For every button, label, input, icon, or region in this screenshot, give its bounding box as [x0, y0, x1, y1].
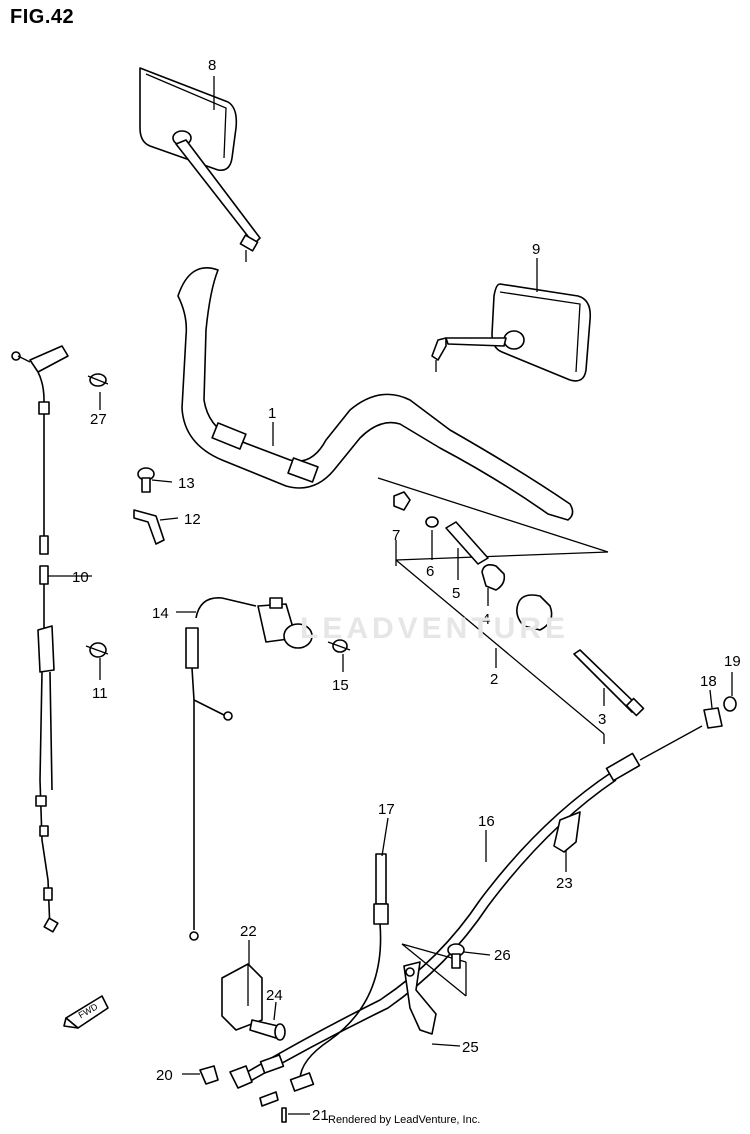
nut-7-part[interactable]	[393, 491, 411, 511]
screw-24-part[interactable]	[249, 1019, 286, 1041]
callout-17: 17	[378, 801, 395, 818]
callout-16: 16	[478, 813, 495, 830]
cable-17-part[interactable]	[299, 853, 389, 1081]
clip-18-part[interactable]	[703, 707, 723, 729]
throttle-cable-part[interactable]	[11, 345, 69, 933]
mirror-left-part[interactable]	[139, 67, 261, 262]
callout-4: 4	[482, 611, 490, 628]
callout-12: 12	[184, 511, 201, 528]
callout-21: 21	[312, 1107, 329, 1124]
holder-bracket-lines	[377, 477, 609, 744]
bracket-25-part[interactable]	[403, 961, 437, 1035]
callout-10: 10	[72, 569, 89, 586]
callout-5: 5	[452, 585, 460, 602]
washer-6-part[interactable]	[425, 516, 439, 528]
callout-8: 8	[208, 57, 216, 74]
callout-25: 25	[462, 1039, 479, 1056]
clamp-12-part[interactable]	[133, 509, 165, 545]
callout-14: 14	[152, 605, 169, 622]
callout-13: 13	[178, 475, 195, 492]
screw-27-part[interactable]	[87, 373, 109, 387]
cover-22-part[interactable]	[221, 963, 263, 1031]
cable-ends-part[interactable]	[229, 1054, 315, 1107]
callout-labels: 8 9 1 27 13 12 10 11 14 15 7 6 5 4 2 3 1…	[72, 57, 741, 1124]
callout-24: 24	[266, 987, 283, 1004]
callout-18: 18	[700, 673, 717, 690]
screw-11-part[interactable]	[85, 642, 109, 658]
callout-22: 22	[240, 923, 257, 940]
holder-2-part[interactable]	[516, 594, 553, 631]
leader-lines	[48, 76, 733, 1115]
callout-11: 11	[92, 685, 108, 702]
callout-1: 1	[268, 405, 276, 422]
handlebar-part[interactable]	[177, 267, 574, 521]
callout-20: 20	[156, 1067, 173, 1084]
mirror-right-part[interactable]	[431, 283, 592, 382]
callout-7: 7	[392, 527, 400, 544]
bolt-26-part[interactable]	[447, 943, 465, 969]
clutch-cable-16-part[interactable]	[233, 725, 703, 1087]
callout-2: 2	[490, 671, 498, 688]
figure-title: FIG.42	[10, 6, 75, 28]
callout-15: 15	[332, 677, 349, 694]
bolt-3-part[interactable]	[573, 649, 645, 717]
boot-20-part[interactable]	[199, 1065, 219, 1085]
screw-15-part[interactable]	[327, 639, 351, 653]
callout-27: 27	[90, 411, 107, 428]
clamp-23-part[interactable]	[553, 811, 581, 853]
bolt-13-part[interactable]	[137, 467, 155, 493]
pin-5-part[interactable]	[445, 521, 489, 565]
switch-cable-14-part[interactable]	[185, 597, 313, 941]
callout-6: 6	[426, 563, 434, 580]
cushion-4-part[interactable]	[481, 564, 506, 591]
pin-21-part[interactable]	[281, 1107, 287, 1123]
callout-3: 3	[598, 711, 606, 728]
watermark: LEADVENTURE	[300, 612, 570, 645]
callout-26: 26	[494, 947, 511, 964]
nut-19-part[interactable]	[723, 696, 737, 712]
fwd-direction-icon: FWD	[63, 995, 109, 1029]
callout-9: 9	[532, 241, 540, 258]
callout-19: 19	[724, 653, 741, 670]
footer-credit: Rendered by LeadVenture, Inc.	[328, 1114, 481, 1126]
callout-23: 23	[556, 875, 573, 892]
